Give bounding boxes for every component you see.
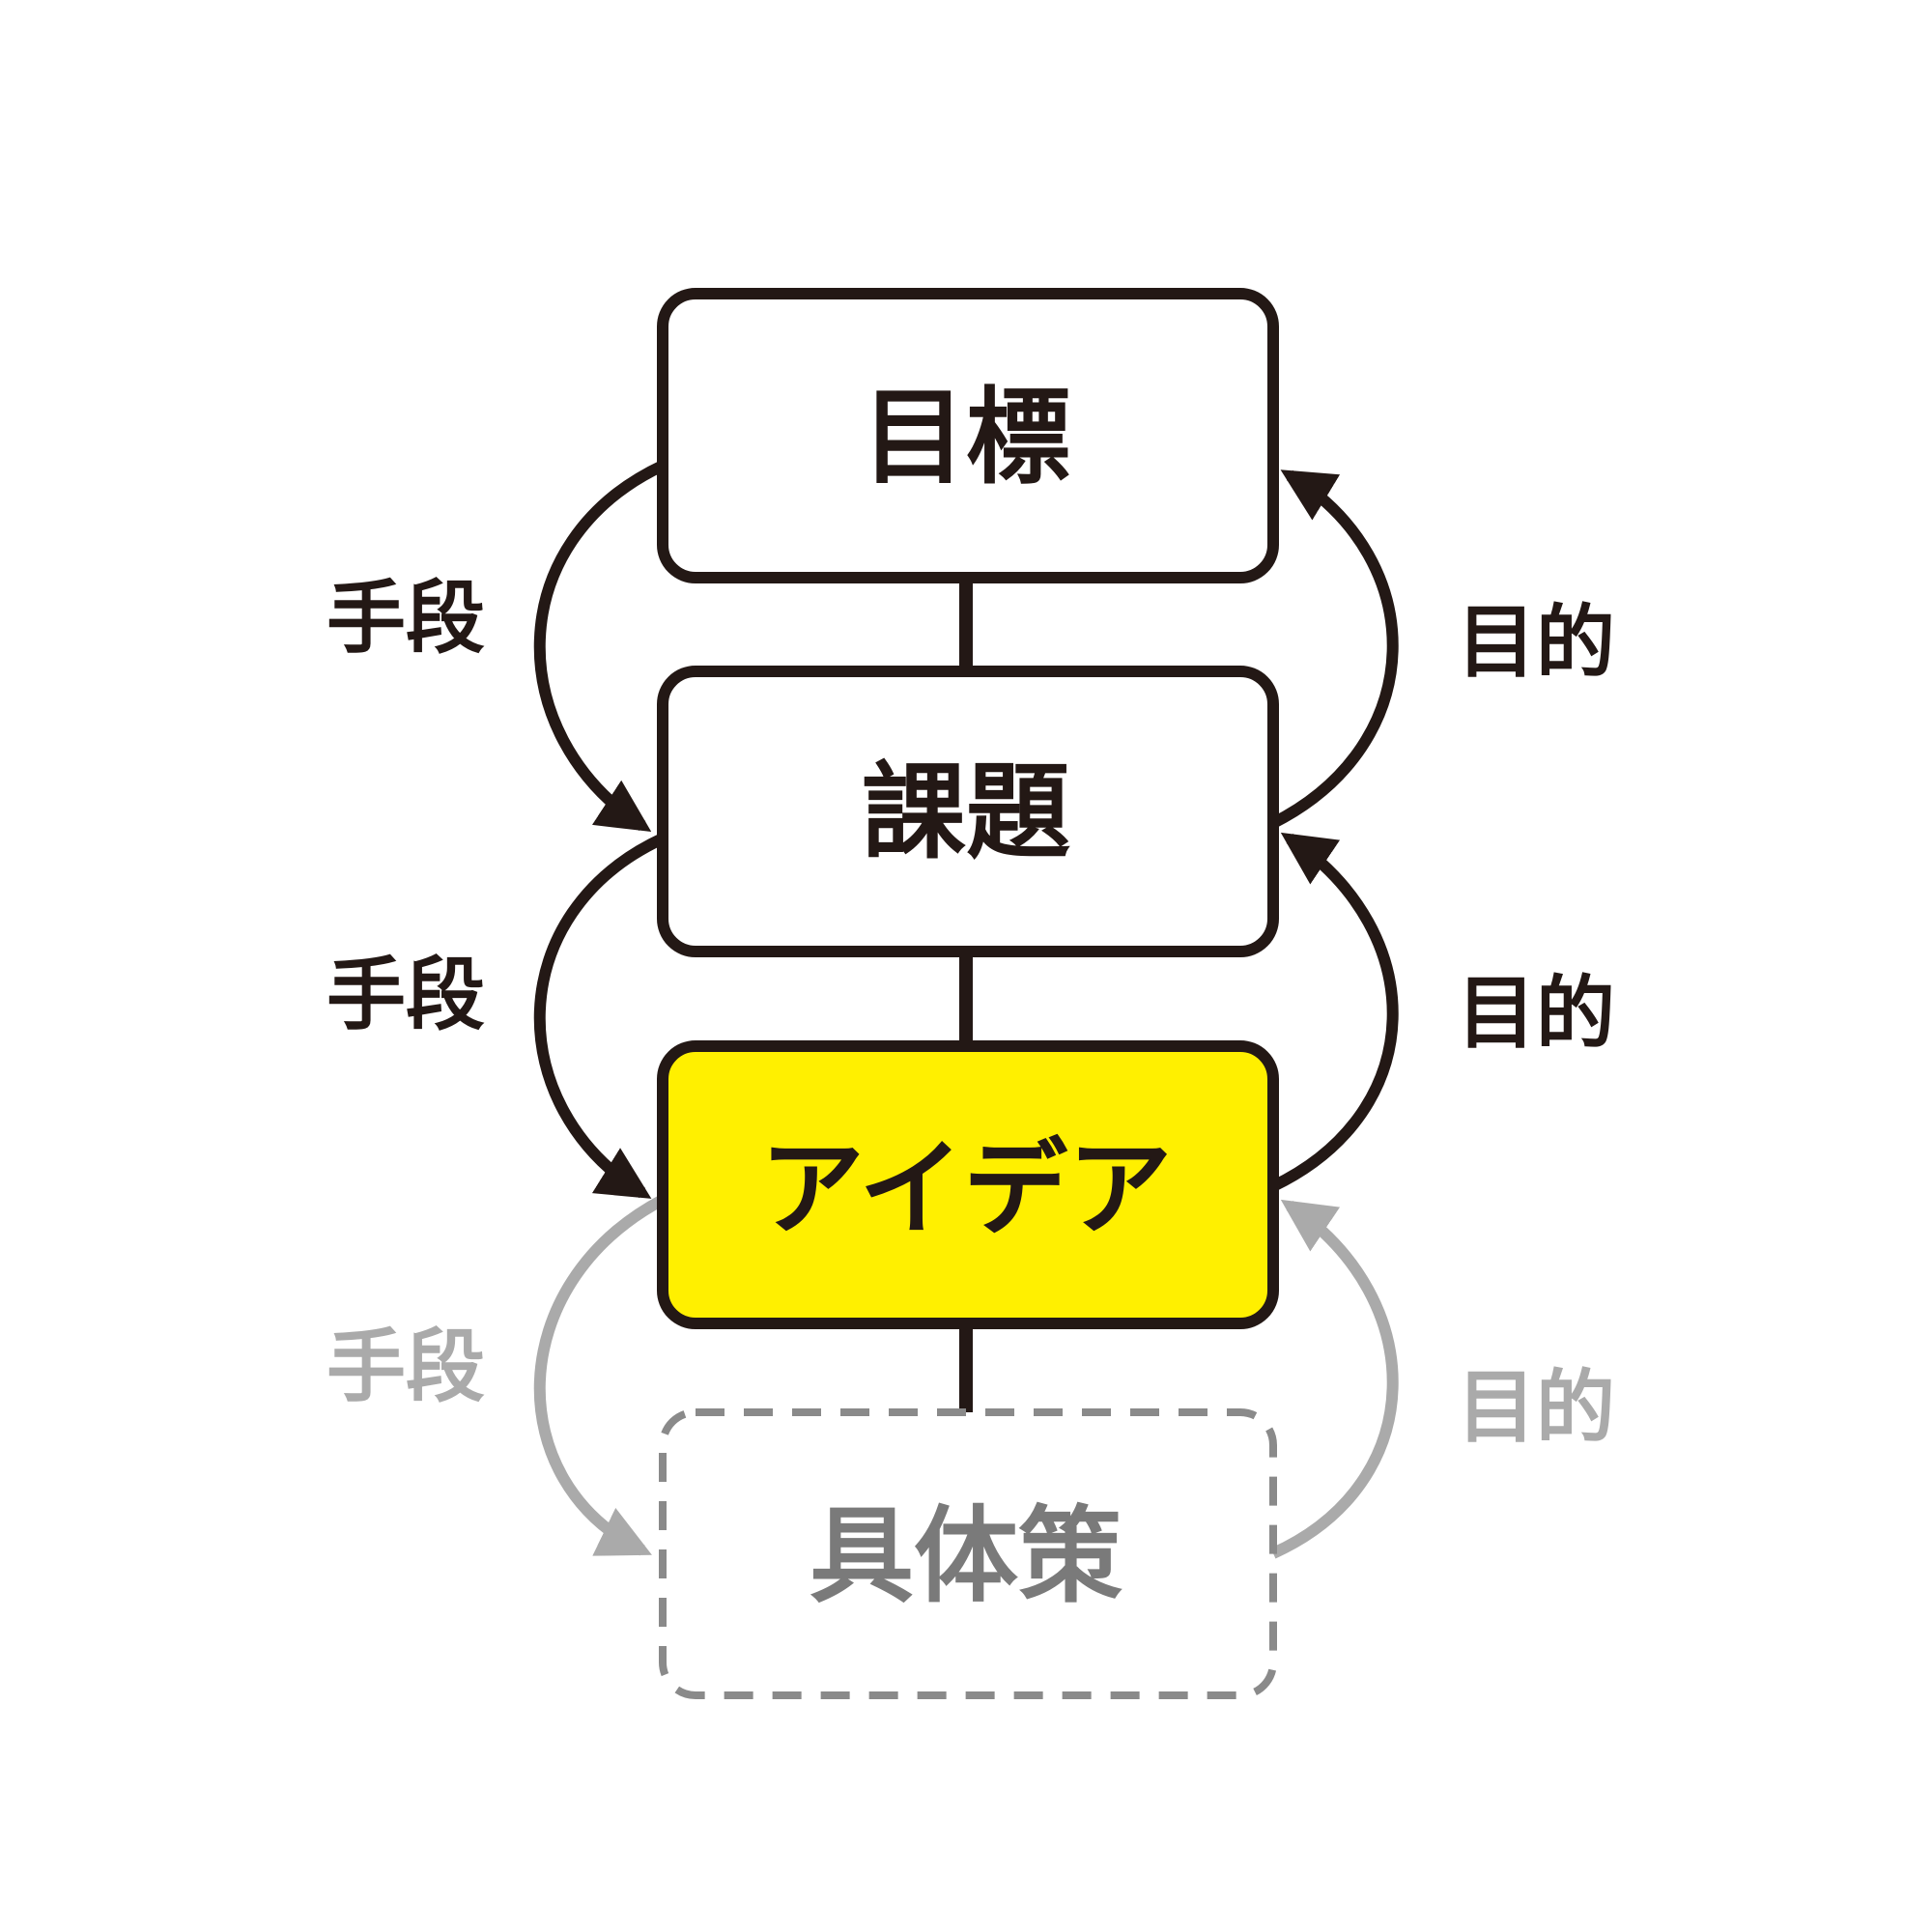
purpose-label-3: 目的 xyxy=(1457,1362,1615,1454)
idea-label: アイデア xyxy=(760,1129,1173,1250)
means-arrow-goal-to-issue xyxy=(533,460,666,833)
means-label-1: 手段 xyxy=(327,573,485,665)
purpose-arrow-idea-to-issue xyxy=(1270,832,1399,1192)
means-label-3: 手段 xyxy=(327,1321,485,1413)
purpose-arrow-measure-to-idea xyxy=(1270,1199,1399,1559)
measure-label: 具体策 xyxy=(810,1496,1122,1617)
goal-box xyxy=(657,288,1279,583)
purpose-arrow-issue-to-goal xyxy=(1270,469,1399,829)
goal-label: 目標 xyxy=(862,378,1070,498)
purpose-label-2: 目的 xyxy=(1457,968,1615,1060)
means-arrow-idea-to-measure xyxy=(533,1194,666,1556)
means-label-2: 手段 xyxy=(327,950,485,1041)
idea-box xyxy=(657,1040,1279,1329)
measure-box xyxy=(659,1408,1277,1699)
purpose-label-1: 目的 xyxy=(1457,597,1615,689)
issue-box xyxy=(657,666,1279,957)
means-arrow-issue-to-idea xyxy=(533,833,666,1199)
issue-label: 課題 xyxy=(862,753,1070,873)
